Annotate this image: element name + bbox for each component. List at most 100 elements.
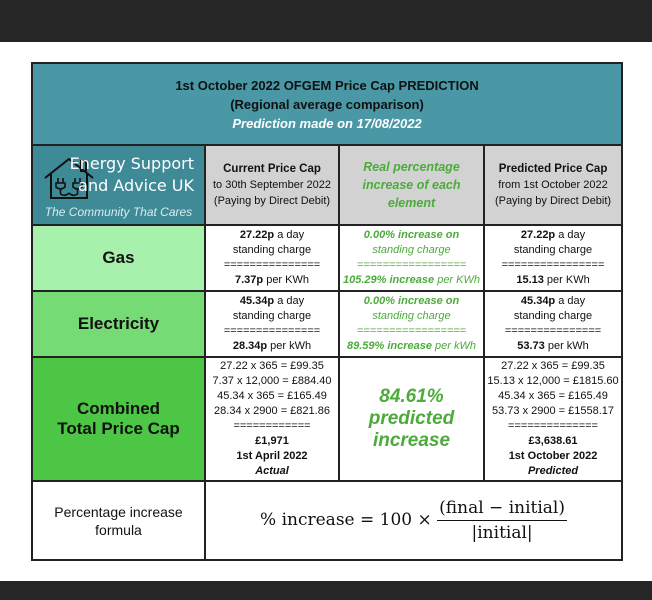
gas-current-sep: ===============: [223, 259, 321, 271]
real-line1: Real percentage: [363, 160, 460, 174]
combined-current-cell: 27.22 x 365 = £99.35 7.37 x 12,000 = £88…: [204, 356, 340, 482]
gas-predicted-cell: 27.22p a day standing charge ===========…: [482, 224, 624, 292]
current-cap-header: Current Price Cap to 30th September 2022…: [204, 144, 340, 226]
logo-tagline: The Community That Cares: [44, 205, 193, 219]
elec-pred-unit-suffix: per kWh: [544, 340, 589, 352]
header-subtitle: (Regional average comparison): [230, 96, 424, 112]
elec-real-unit-suffix: per kWh: [432, 340, 477, 352]
elec-pred-standing-suffix: a day: [555, 295, 586, 307]
elec-real-cell: 0.00% increase on standing charge ======…: [338, 290, 485, 358]
formula-label: Percentage increase formula: [31, 480, 206, 561]
combined-label-line1: Combined: [76, 399, 161, 418]
real-line3: element: [387, 196, 436, 210]
comb-real-l2: predicted: [368, 408, 455, 429]
current-cap-title: Current Price Cap: [223, 163, 321, 175]
comb-real-l1: 84.61%: [379, 386, 444, 407]
gas-real-standing2: standing charge: [372, 244, 451, 256]
header-date: Prediction made on 17/08/2022: [232, 115, 422, 131]
elec-pred-unit-value: 53.73: [517, 340, 545, 352]
elec-pred-sep: ===============: [504, 325, 602, 337]
comb-current-sep: ============: [233, 420, 311, 432]
elec-predicted-cell: 45.34p a day standing charge ===========…: [482, 290, 624, 358]
gas-pred-standing-value: 27.22p: [520, 229, 556, 241]
elec-current-standing-suffix: a day: [274, 295, 305, 307]
comb-current-l3: 45.34 x 365 = £165.49: [217, 390, 327, 402]
formula-label-line2: formula: [95, 521, 142, 538]
gas-pred-sep: ================: [501, 259, 605, 271]
predicted-cap-header: Predicted Price Cap from 1st October 202…: [482, 144, 624, 226]
comb-pred-sep: ==============: [508, 420, 598, 432]
combined-row-label: Combined Total Price Cap: [31, 356, 206, 482]
comb-pred-status: Predicted: [527, 465, 579, 477]
gas-pred-unit-value: 15.13: [516, 274, 544, 286]
predicted-cap-line2: from 1st October 2022: [498, 179, 608, 191]
gas-current-standing-value: 27.22p: [239, 229, 275, 241]
real-line2: increase of each: [362, 178, 461, 192]
bottom-dark-bar: [0, 581, 652, 600]
current-cap-line3: (Paying by Direct Debit): [213, 195, 331, 207]
top-dark-bar: [0, 0, 652, 42]
formula-label-line1: Percentage increase: [54, 503, 183, 520]
elec-current-cell: 45.34p a day standing charge ===========…: [204, 290, 340, 358]
elec-real-standing: 0.00% increase on: [363, 295, 460, 307]
elec-current-unit-value: 28.34p: [232, 340, 268, 352]
gas-real-standing: 0.00% increase on: [363, 229, 460, 241]
logo-line2: and Advice UK: [78, 176, 194, 195]
comb-current-l4: 28.34 x 2900 = £821.86: [214, 405, 330, 417]
gas-pred-unit-suffix: per KWh: [543, 274, 590, 286]
elec-real-standing2: standing charge: [372, 310, 451, 322]
real-increase-header: Real percentage increase of each element: [338, 144, 485, 226]
comb-pred-total: £3,638.61: [528, 435, 578, 447]
gas-current-cell: 27.22p a day standing charge ===========…: [204, 224, 340, 292]
comb-pred-l2: 15.13 x 12,000 = £1815.60: [487, 375, 619, 387]
elec-current-standing-text: standing charge: [232, 310, 312, 322]
gas-pred-standing-suffix: a day: [555, 229, 586, 241]
combined-label-line2: Total Price Cap: [57, 419, 180, 438]
elec-pred-standing-text: standing charge: [513, 310, 593, 322]
header-title: 1st October 2022 OFGEM Price Cap PREDICT…: [175, 77, 479, 93]
comb-current-l2: 7.37 x 12,000 = £884.40: [212, 375, 332, 387]
combined-real-cell: 84.61% predicted increase: [338, 356, 485, 482]
gas-real-sep: =================: [356, 259, 467, 271]
comb-real-l3: increase: [372, 430, 451, 451]
comb-pred-l3: 45.34 x 365 = £165.49: [498, 390, 608, 402]
gas-current-standing-text: standing charge: [232, 244, 312, 256]
gas-current-unit-suffix: per KWh: [263, 274, 309, 286]
gas-real-cell: 0.00% increase on standing charge ======…: [338, 224, 485, 292]
electricity-row-label: Electricity: [31, 290, 206, 358]
gas-current-standing-suffix: a day: [274, 229, 305, 241]
house-plug-icon: [44, 157, 94, 199]
gas-real-unit-suffix: per KWh: [434, 274, 480, 286]
comb-current-total: £1,971: [255, 435, 289, 447]
comb-pred-l4: 53.73 x 2900 = £1558.17: [492, 405, 615, 417]
price-cap-table: 1st October 2022 OFGEM Price Cap PREDICT…: [30, 62, 624, 561]
gas-pred-standing-text: standing charge: [513, 244, 593, 256]
comb-current-date: 1st April 2022: [236, 450, 308, 462]
logo-line1: Energy Support: [69, 154, 194, 173]
header-banner: 1st October 2022 OFGEM Price Cap PREDICT…: [30, 62, 624, 146]
elec-current-sep: ===============: [223, 325, 321, 337]
comb-pred-date: 1st October 2022: [508, 450, 598, 462]
logo-text: Energy Support and Advice UK: [70, 153, 194, 197]
gas-real-unit-value: 105.29% increase: [343, 274, 435, 286]
formula-numerator: (final − initial): [437, 498, 567, 521]
comb-current-l1: 27.22 x 365 = £99.35: [220, 360, 324, 372]
formula-fraction: (final − initial) |initial|: [437, 498, 567, 543]
elec-current-standing-value: 45.34p: [239, 295, 275, 307]
elec-real-unit-value: 89.59% increase: [346, 340, 432, 352]
gas-row-label: Gas: [31, 224, 206, 292]
predicted-cap-line3: (Paying by Direct Debit): [494, 195, 612, 207]
combined-predicted-cell: 27.22 x 365 = £99.35 15.13 x 12,000 = £1…: [482, 356, 624, 482]
gas-current-unit-value: 7.37p: [235, 274, 264, 286]
formula-cell: % increase = 100 × (final − initial) |in…: [203, 480, 624, 561]
elec-current-unit-suffix: per kWh: [267, 340, 312, 352]
comb-pred-l1: 27.22 x 365 = £99.35: [501, 360, 605, 372]
formula-lhs: % increase = 100 ×: [260, 510, 432, 530]
current-cap-line2: to 30th September 2022: [212, 179, 332, 191]
elec-pred-standing-value: 45.34p: [520, 295, 556, 307]
logo-cell: Energy Support and Advice UK The Communi…: [31, 144, 206, 226]
comb-current-status: Actual: [255, 465, 289, 477]
elec-real-sep: =================: [356, 325, 467, 337]
predicted-cap-title: Predicted Price Cap: [498, 163, 608, 175]
formula-denominator: |initial|: [471, 523, 533, 543]
